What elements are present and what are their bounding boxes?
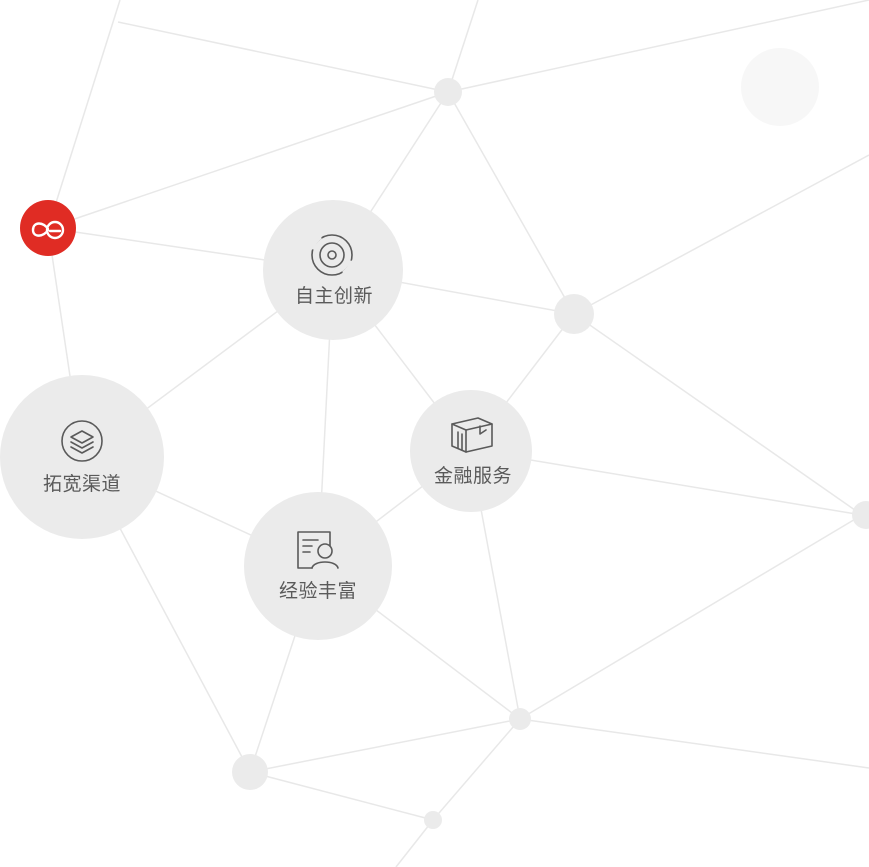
document-person-icon bbox=[297, 531, 339, 569]
feature-node-experience[interactable]: 经验丰富 bbox=[244, 492, 392, 640]
feature-label-experience: 经验丰富 bbox=[279, 580, 357, 602]
target-rings-icon bbox=[311, 234, 353, 276]
small-node bbox=[509, 708, 531, 730]
infinity-logo-icon bbox=[31, 220, 65, 240]
package-box-icon bbox=[451, 417, 493, 453]
feature-node-channels[interactable]: 拓宽渠道 bbox=[0, 375, 164, 539]
small-node bbox=[554, 294, 594, 334]
brand-node[interactable] bbox=[20, 200, 76, 256]
feature-label-finance: 金融服务 bbox=[434, 465, 512, 487]
small-node bbox=[232, 754, 268, 790]
small-nodes bbox=[232, 48, 869, 829]
faint-node bbox=[741, 48, 819, 126]
small-node bbox=[852, 501, 869, 529]
feature-node-innovation[interactable]: 自主创新 bbox=[263, 200, 403, 340]
small-node bbox=[424, 811, 442, 829]
layers-icon bbox=[61, 420, 103, 462]
feature-node-finance[interactable]: 金融服务 bbox=[410, 390, 532, 512]
feature-label-channels: 拓宽渠道 bbox=[43, 473, 121, 495]
feature-label-innovation: 自主创新 bbox=[295, 285, 373, 307]
small-node bbox=[434, 78, 462, 106]
